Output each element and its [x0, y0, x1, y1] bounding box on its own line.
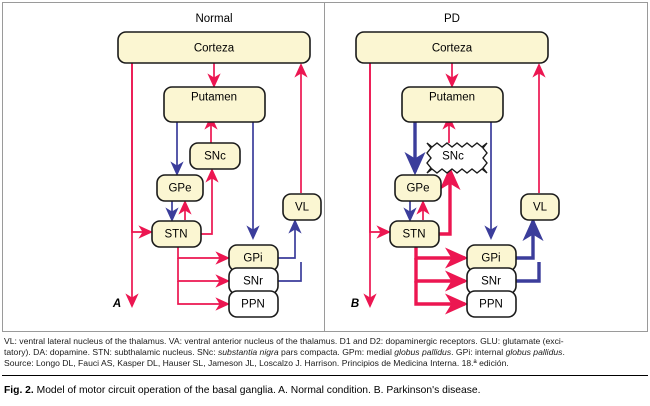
panel-letter-a: A [112, 298, 121, 310]
panel-divider [324, 2, 325, 331]
figure-caption-text: Model of motor circuit operation of the … [36, 385, 481, 396]
node-gpi-normal[interactable] [228, 244, 279, 272]
edge-stn-ppn-pd [414, 281, 469, 315]
node-snc-pd[interactable] [426, 142, 488, 174]
figure-caption: Fig. 2. Model of motor circuit operation… [4, 384, 648, 398]
edge-stn-ppn [177, 281, 231, 311]
nodes-normal: Corteza Putamen SNc GPe STN VL GPi SNr [117, 31, 322, 318]
node-ppn-pd[interactable] [466, 290, 517, 318]
node-gpe-pd[interactable] [394, 174, 442, 202]
edge-corteza-stn [131, 63, 154, 239]
node-corteza-normal[interactable] [117, 31, 311, 64]
legend-line-2: tatory). DA: dopamine. STN: subthalamic … [4, 347, 648, 358]
frame-right-border [647, 2, 648, 331]
edge-snr-vl [277, 262, 302, 282]
legend-abbreviations: VL: ventral lateral nucleus of the thala… [4, 336, 648, 370]
node-stn-pd[interactable] [389, 220, 440, 248]
panel-pd: PD [351, 13, 560, 318]
node-corteza-pd[interactable] [355, 31, 549, 64]
panel-letter-b: B [351, 298, 359, 310]
node-snr-normal[interactable] [228, 267, 279, 295]
basal-ganglia-circuit-svg: Normal [112, 13, 560, 318]
node-snr-pd[interactable] [466, 267, 517, 295]
node-vl-normal[interactable] [282, 193, 322, 221]
figure-number: Fig. 2. [4, 385, 34, 396]
legend-italic-globus-pallidus-1: globus pallidus [394, 347, 452, 358]
diagram-area: Normal [2, 2, 648, 332]
node-stn-normal[interactable] [151, 220, 202, 248]
legend-line-2-part-d: . [562, 347, 565, 358]
node-putamen-normal[interactable] [163, 86, 266, 123]
node-vl-pd[interactable] [520, 193, 560, 221]
node-snc-normal[interactable] [189, 142, 241, 170]
legend-italic-substantia-nigra: substantia nigra [217, 347, 279, 358]
panel-title-normal: Normal [195, 13, 232, 25]
panel-title-pd: PD [444, 13, 460, 25]
edge-stn-snr [177, 258, 231, 288]
frame-left-border [2, 2, 3, 331]
edge-stn-snc-pd [439, 166, 461, 236]
legend-line-3-source: Source: Longo DL, Fauci AS, Kasper DL, H… [4, 358, 509, 369]
edge-snr-vl-pd [515, 262, 541, 283]
caption-divider-rule [2, 375, 648, 376]
frame-bottom-border [2, 331, 648, 332]
frame-top-border [2, 2, 648, 3]
legend-line-1: VL: ventral lateral nucleus of the thala… [4, 336, 564, 346]
edge-gpi-vl-pd [515, 217, 544, 260]
connections-pd [363, 62, 546, 315]
node-gpi-pd[interactable] [466, 244, 517, 272]
edge-corteza-stn-pd [369, 63, 392, 239]
edge-stn-snc [201, 167, 219, 235]
node-gpe-normal[interactable] [156, 174, 204, 202]
edge-stn-snr-pd [414, 258, 469, 292]
legend-line-2-part-b: pars compacta. GPm: medial [278, 347, 395, 358]
legend-italic-globus-pallidus-2: globus pallidus [505, 347, 563, 358]
legend-line-2-part-a: tatory). DA: dopamine. STN: subthalamic … [4, 347, 218, 358]
nodes-pd: Corteza Putamen SNc GPe STN VL GPi [355, 31, 560, 318]
node-putamen-pd[interactable] [401, 86, 504, 123]
panel-normal: Normal [112, 13, 322, 318]
edge-gpi-vl [277, 218, 302, 259]
node-ppn-normal[interactable] [228, 290, 279, 318]
legend-line-2-part-c: . GPi: internal [451, 347, 506, 358]
